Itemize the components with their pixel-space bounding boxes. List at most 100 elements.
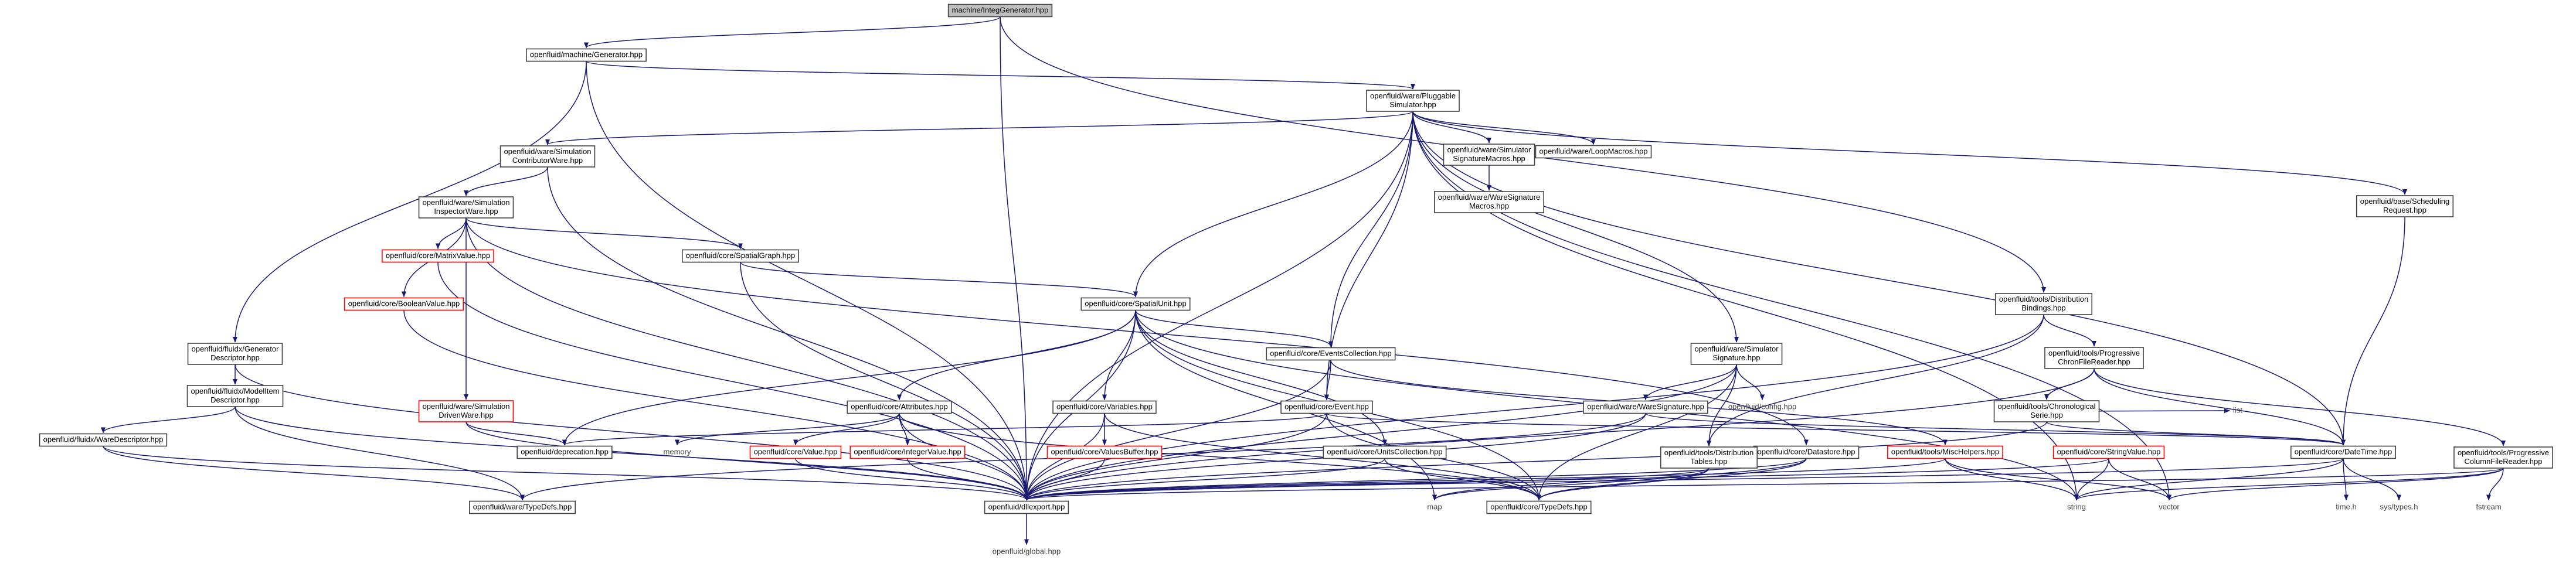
- graph-node-waredesc[interactable]: openfluid/fluidx/WareDescriptor.hpp: [39, 433, 168, 447]
- graph-node-vector: vector: [2159, 503, 2180, 511]
- graph-edge-distrtables-to-coretypedefs: [1537, 468, 1710, 501]
- graph-node-coretypedefs[interactable]: openfluid/core/TypeDefs.hpp: [1486, 500, 1592, 514]
- graph-node-box: [1993, 400, 2100, 422]
- graph-node-matrix[interactable]: openfluid/core/MatrixValue.hpp: [382, 249, 494, 263]
- graph-node-datetime[interactable]: openfluid/core/DateTime.hpp: [2290, 445, 2397, 459]
- graph-node-box: [1660, 446, 1758, 469]
- graph-node-box: [1323, 445, 1447, 459]
- graph-node-sigmacros[interactable]: openfluid/ware/SimulatorSignatureMacros.…: [1443, 144, 1535, 166]
- graph-edge-attrs-to-coretypedefs: [899, 413, 1541, 501]
- graph-node-label: openfluid/dllexport.hpp: [988, 503, 1065, 511]
- graph-edge-mischelpers-to-vector: [1945, 458, 2171, 501]
- graph-node-label: time.h: [2336, 503, 2356, 511]
- graph-node-mischelpers[interactable]: openfluid/tools/MiscHelpers.hpp: [1887, 445, 2003, 459]
- graph-node-label: openfluid/core/TypeDefs.hpp: [1490, 503, 1588, 511]
- graph-node-box: [1046, 445, 1163, 459]
- graph-edge-spunit-to-vars: [1102, 310, 1136, 401]
- graph-node-list: list: [2233, 406, 2242, 415]
- graph-node-valbuf[interactable]: openfluid/core/ValuesBuffer.hpp: [1046, 445, 1163, 459]
- graph-edge-plug-to-evcoll: [1328, 111, 1413, 347]
- graph-edge-simdrv-to-dllexport: [465, 421, 1029, 501]
- graph-node-box: [749, 445, 842, 459]
- graph-edge-simsig-to-dllexport: [1024, 364, 1737, 501]
- graph-node-label: DrivenWare.hpp: [439, 411, 493, 419]
- graph-node-box: [1887, 445, 2003, 459]
- graph-node-label: openfluid/config.hpp: [1728, 402, 1796, 411]
- graph-node-string: string: [2067, 503, 2086, 511]
- graph-node-attrs[interactable]: openfluid/core/Attributes.hpp: [847, 400, 952, 414]
- graph-node-spgraph[interactable]: openfluid/core/SpatialGraph.hpp: [681, 249, 800, 263]
- graph-node-label: openfluid/fluidx/ModelItem: [191, 387, 279, 395]
- graph-node-loopmacros[interactable]: openfluid/ware/LoopMacros.hpp: [1535, 145, 1652, 159]
- graph-edge-spunit-to-unitscoll: [1135, 310, 1387, 446]
- graph-edge-distrbind-to-progchron: [2043, 314, 2096, 347]
- graph-edge-schedreq-to-datetime: [2341, 216, 2405, 446]
- graph-node-progchron[interactable]: openfluid/tools/ProgressiveChronFileRead…: [2044, 347, 2144, 369]
- graph-node-strval[interactable]: openfluid/core/StringValue.hpp: [2052, 445, 2165, 459]
- graph-node-bool[interactable]: openfluid/core/BooleanValue.hpp: [344, 297, 464, 311]
- graph-node-gen[interactable]: machine/IntegGenerator.hpp: [947, 4, 1053, 18]
- graph-node-simcontrib[interactable]: openfluid/ware/SimulationContributorWare…: [499, 145, 596, 168]
- graph-node-box: [1535, 145, 1652, 159]
- graph-node-unitscoll[interactable]: openfluid/core/UnitsCollection.hpp: [1323, 445, 1447, 459]
- graph-node-label: openfluid/deprecation.hpp: [521, 448, 609, 456]
- graph-node-label: openfluid/core/EventsCollection.hpp: [1270, 349, 1391, 358]
- graph-edge-spunit-to-attrs: [897, 310, 1136, 401]
- graph-node-progcol[interactable]: openfluid/tools/ProgressiveColumnFileRea…: [2453, 446, 2553, 469]
- graph-node-label: openfluid/core/SpatialGraph.hpp: [686, 251, 795, 260]
- graph-node-siminsp[interactable]: openfluid/ware/SimulationInspectorWare.h…: [418, 196, 514, 219]
- graph-node-dllexport[interactable]: openfluid/dllexport.hpp: [984, 500, 1069, 514]
- graph-node-box: [1583, 400, 1708, 414]
- graph-edge-datetime-to-dllexport: [1024, 458, 2344, 501]
- graph-edge-waredesc-to-dllexport: [103, 445, 1029, 501]
- graph-node-label: openfluid/core/IntegerValue.hpp: [854, 448, 961, 456]
- graph-node-label: list: [2233, 406, 2242, 415]
- graph-node-box: [187, 343, 283, 365]
- graph-edge-mgen-to-plug: [586, 60, 1415, 90]
- graph-node-label: InspectorWare.hpp: [434, 207, 498, 216]
- graph-edge-datetime-to-timeh: [2343, 458, 2349, 501]
- graph-node-config: openfluid/config.hpp: [1728, 402, 1796, 411]
- graph-node-evcoll[interactable]: openfluid/core/EventsCollection.hpp: [1266, 347, 1396, 361]
- graph-node-mgen[interactable]: openfluid/machine/Generator.hpp: [526, 48, 647, 62]
- graph-edge-siminsp-to-dateset: [465, 217, 1809, 446]
- graph-node-label: Tables.hpp: [1691, 457, 1728, 466]
- graph-node-box: [2052, 445, 2165, 459]
- graph-edge-spunit-to-evcoll: [1135, 310, 1333, 347]
- graph-node-box: [1052, 400, 1157, 414]
- graph-edge-plug-to-datetime: [1412, 111, 2346, 446]
- graph-node-value[interactable]: openfluid/core/Value.hpp: [749, 445, 842, 459]
- graph-node-vars[interactable]: openfluid/core/Variables.hpp: [1052, 400, 1157, 414]
- graph-node-event[interactable]: openfluid/core/Event.hpp: [1280, 400, 1373, 414]
- graph-edge-gen-to-mgen: [584, 16, 1001, 49]
- graph-edge-vars-to-coretypedefs: [1104, 413, 1541, 501]
- graph-edge-simsig-to-config: [1736, 364, 1765, 401]
- graph-edge-attrs-to-memory: [675, 413, 900, 446]
- graph-node-spunit[interactable]: openfluid/core/SpatialUnit.hpp: [1080, 297, 1191, 311]
- graph-node-waresig[interactable]: openfluid/ware/WareSignature.hpp: [1583, 400, 1708, 414]
- graph-edge-progcol-to-fstream: [2486, 468, 2504, 501]
- graph-node-intval[interactable]: openfluid/core/IntegerValue.hpp: [849, 445, 966, 459]
- graph-node-label: openfluid/ware/Simulation: [423, 402, 510, 411]
- graph-node-box: [39, 433, 168, 447]
- graph-edge-spunit-to-depr: [562, 310, 1136, 446]
- graph-node-depr[interactable]: openfluid/deprecation.hpp: [516, 445, 613, 459]
- graph-node-box: [984, 500, 1069, 514]
- graph-edge-progcol-to-string: [2074, 468, 2504, 501]
- graph-node-dateset[interactable]: openfluid/core/Datastore.hpp: [1753, 445, 1860, 459]
- graph-node-box: [847, 400, 952, 414]
- graph-edge-progchron-to-datetime: [2094, 368, 2346, 446]
- graph-edge-plug-to-vector: [1412, 111, 2171, 501]
- graph-node-waretypedefs[interactable]: openfluid/ware/TypeDefs.hpp: [469, 500, 576, 514]
- graph-node-box: [1690, 343, 1783, 365]
